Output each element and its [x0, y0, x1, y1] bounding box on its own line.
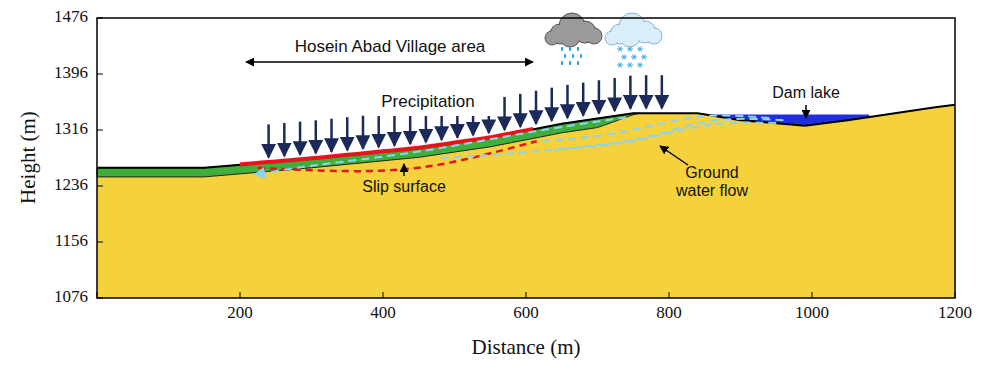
tick-label: 1000 — [795, 304, 829, 323]
tick-label: 1076 — [54, 288, 88, 307]
tick-label: 800 — [656, 304, 682, 323]
axis-title: Height (m) — [16, 112, 39, 205]
lake-label: Dam lake — [772, 84, 840, 102]
tick-label: 1396 — [54, 64, 88, 83]
tick-label: 1200 — [938, 304, 972, 323]
tick-label: 1476 — [54, 8, 88, 27]
tick-label: 600 — [513, 304, 539, 323]
axis-title: Distance (m) — [471, 336, 580, 359]
tick-label: 1316 — [54, 120, 88, 139]
precipitation-label: Precipitation — [381, 93, 475, 112]
tick-label: 1236 — [54, 176, 88, 195]
area-label: Hosein Abad Village area — [295, 38, 486, 57]
tick-label: 400 — [370, 304, 396, 323]
tick-label: 1156 — [55, 232, 88, 251]
tick-label: 200 — [227, 304, 253, 323]
groundwater-label: Ground water flow — [672, 164, 752, 199]
slip-label: Slip surface — [362, 178, 446, 196]
